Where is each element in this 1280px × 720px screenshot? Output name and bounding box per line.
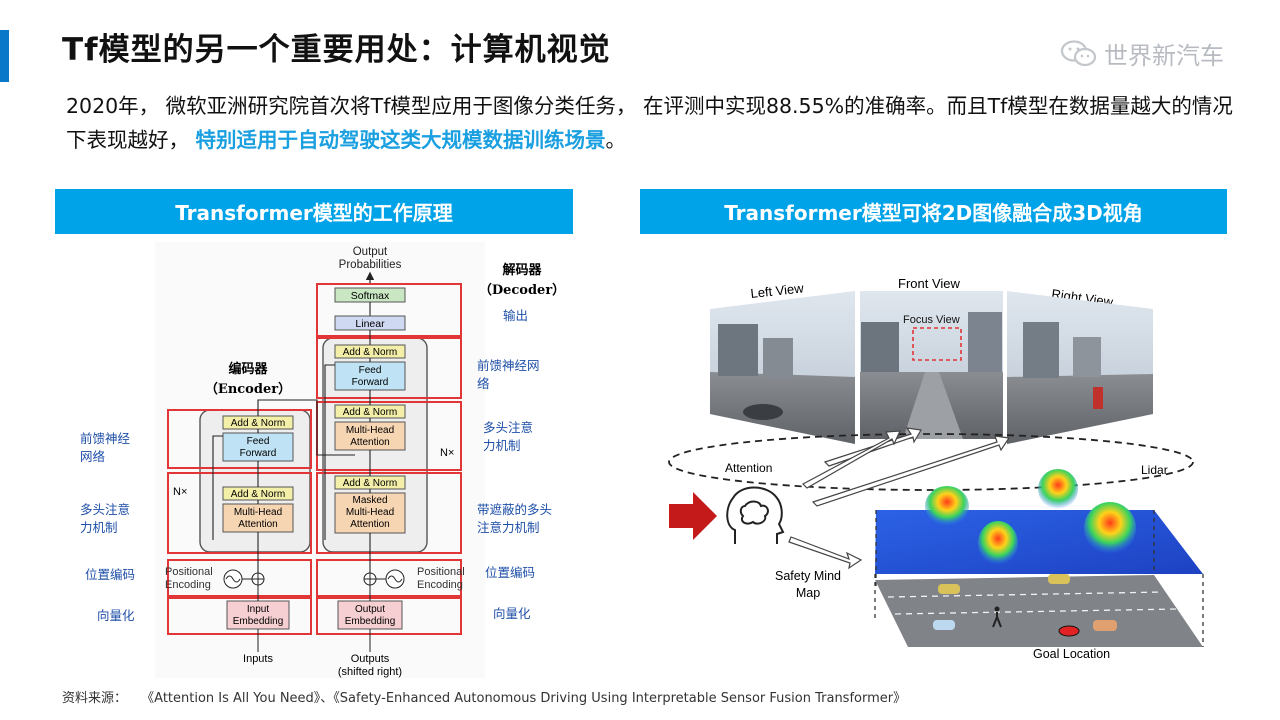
enc-addnorm-1-label: Add & Norm [231, 418, 285, 429]
red-box-output [316, 283, 462, 337]
output-embedding-box [337, 600, 403, 630]
outputs-label: Outputs(shifted right) [338, 653, 402, 678]
attention-peaks [925, 469, 1136, 565]
cn-masked-label: 带遮蔽的多头注意力机制 [477, 502, 552, 535]
dec-addnorm-2-label: Add & Norm [343, 407, 397, 418]
red-box-enc-emb [167, 597, 312, 635]
enc-feed-forward [222, 432, 294, 462]
sensor-fusion-figure: Left View Front View Focus View Right Vi… [663, 262, 1208, 674]
source-label: 资料来源： [62, 691, 128, 706]
red-box-dec-ffn [316, 337, 462, 399]
red-box-enc-mha [167, 472, 312, 554]
softmax-label: Softmax [351, 290, 390, 302]
logo-text: 世界新汽车 [1104, 42, 1224, 70]
red-box-dec-emb [316, 597, 462, 635]
intro-end: 。 [605, 128, 627, 152]
front-view-label: Front View [898, 276, 961, 291]
pedestrian-icon [992, 612, 1002, 628]
focus-view-label: Focus View [903, 314, 960, 326]
cn-pos-right-label: 位置编码 [485, 565, 535, 580]
lidar-label: Lidar [1141, 463, 1168, 477]
intro-highlight: 特别适用于自动驾驶这类大规模数据训练场景 [195, 128, 606, 152]
dec-addnorm-3-label: Add & Norm [343, 478, 397, 489]
decoder-en-label: （Decoder） [479, 282, 565, 298]
red-box-dec-pos [316, 559, 462, 597]
input-arrow-icon [669, 492, 717, 540]
cn-output-label: 输出 [503, 308, 528, 323]
cn-pos-left-label: 位置编码 [85, 567, 135, 582]
attention-label: Attention [725, 461, 772, 475]
encoder-cn-label: 编码器 [228, 361, 268, 377]
dec-multi-head [334, 421, 406, 451]
left-view-label: Left View [750, 280, 805, 301]
enc-multi-head [222, 503, 294, 533]
encoder-en-label: （Encoder） [205, 381, 291, 397]
red-box-enc-pos [167, 559, 312, 597]
red-box-enc-ffn [167, 409, 312, 469]
inputs-label: Inputs [243, 653, 273, 665]
cn-mha-right-label: 多头注意力机制 [483, 420, 533, 453]
wechat-logo-icon [1060, 39, 1097, 66]
source-refs: 《Attention Is All You Need》、《Safety-Enha… [141, 691, 907, 706]
enc-addnorm-2-label: Add & Norm [231, 489, 285, 500]
encoder-nx-label: N× [173, 486, 187, 498]
dec-addnorm-1-label: Add & Norm [343, 347, 397, 358]
cn-ffn-right-label: 前馈神经网络 [477, 358, 540, 391]
cn-vec-left-label: 向量化 [97, 608, 135, 623]
decoder-cn-label: 解码器 [501, 262, 542, 278]
cn-mha-left-label: 多头注意力机制 [80, 502, 130, 535]
brain-head-icon [726, 486, 785, 544]
decoder-nx-label: N× [440, 447, 454, 459]
dec-feed-forward [334, 361, 406, 391]
page-title: Tf模型的另一个重要用处：计算机视觉 [62, 32, 611, 68]
cn-vec-right-label: 向量化 [493, 606, 531, 621]
cn-ffn-left-label: 前馈神经网络 [80, 431, 131, 464]
sensor-fusion-diagram: Left View Front View Focus View Right Vi… [668, 276, 1204, 661]
focus-view-box [912, 327, 962, 361]
cars [933, 574, 1117, 631]
source-footnote: 资料来源： 《Attention Is All You Need》、《Safet… [62, 687, 916, 706]
right-panel-header: Transformer模型可将2D图像融合成3D视角 [640, 189, 1227, 234]
brand-logo: 世界新汽车 [1060, 36, 1224, 71]
left-panel-header: Transformer模型的工作原理 [55, 189, 573, 234]
intro-text: 2020年， 微软亚洲研究院首次将Tf模型应用于图像分类任务， 在评测中实现88… [66, 94, 1233, 152]
title-accent-bar [0, 30, 9, 82]
attention-lidar-ellipse [668, 433, 1194, 491]
red-box-dec-masked [316, 472, 462, 554]
goal-location-marker [1058, 625, 1080, 637]
goal-location-label: Goal Location [1033, 647, 1110, 661]
linear-label: Linear [355, 318, 385, 330]
intro-paragraph: 2020年， 微软亚洲研究院首次将Tf模型应用于图像分类任务， 在评测中实现88… [66, 89, 1236, 157]
